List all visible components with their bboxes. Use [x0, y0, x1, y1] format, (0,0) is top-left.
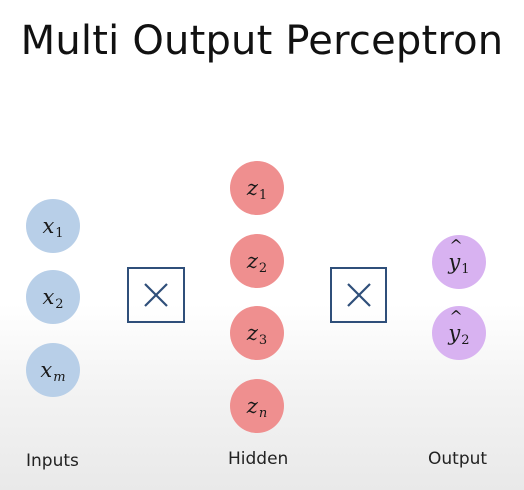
hidden-node-1-sub: 1	[258, 187, 268, 203]
label-hidden: Hidden	[228, 449, 289, 469]
input-node-1-sub: 1	[55, 225, 64, 241]
output-node-2-var: y	[448, 307, 462, 345]
hidden-node-n-var: z	[246, 394, 258, 418]
multiply-icon	[144, 283, 168, 307]
label-output: Output	[428, 449, 488, 469]
input-node-1-var: x	[42, 214, 55, 238]
input-node-m-sub: m	[53, 369, 66, 385]
output-node-1: y1	[432, 235, 486, 289]
hidden-node-2-sub: 2	[258, 260, 268, 276]
hidden-node-3-sub: 3	[258, 332, 268, 348]
hidden-node-3-var: z	[246, 321, 258, 345]
output-node-1-sub: 1	[461, 261, 470, 277]
hidden-node-n-sub: n	[258, 405, 268, 421]
label-inputs: Inputs	[26, 451, 79, 471]
weights-box-input-hidden	[127, 267, 185, 323]
input-node-2-var: x	[42, 285, 55, 309]
output-node-1-var: y	[448, 236, 462, 274]
output-node-2: y2	[432, 306, 486, 360]
input-node-2-sub: 2	[55, 296, 64, 312]
multiply-icon	[346, 283, 371, 307]
input-node-m-var: x	[40, 358, 53, 382]
hidden-node-2-var: z	[246, 249, 258, 273]
hidden-node-1-var: z	[246, 176, 258, 200]
diagram-title: Multi Output Perceptron	[20, 18, 504, 64]
output-node-2-sub: 2	[461, 332, 470, 348]
weights-box-hidden-output	[330, 267, 387, 323]
